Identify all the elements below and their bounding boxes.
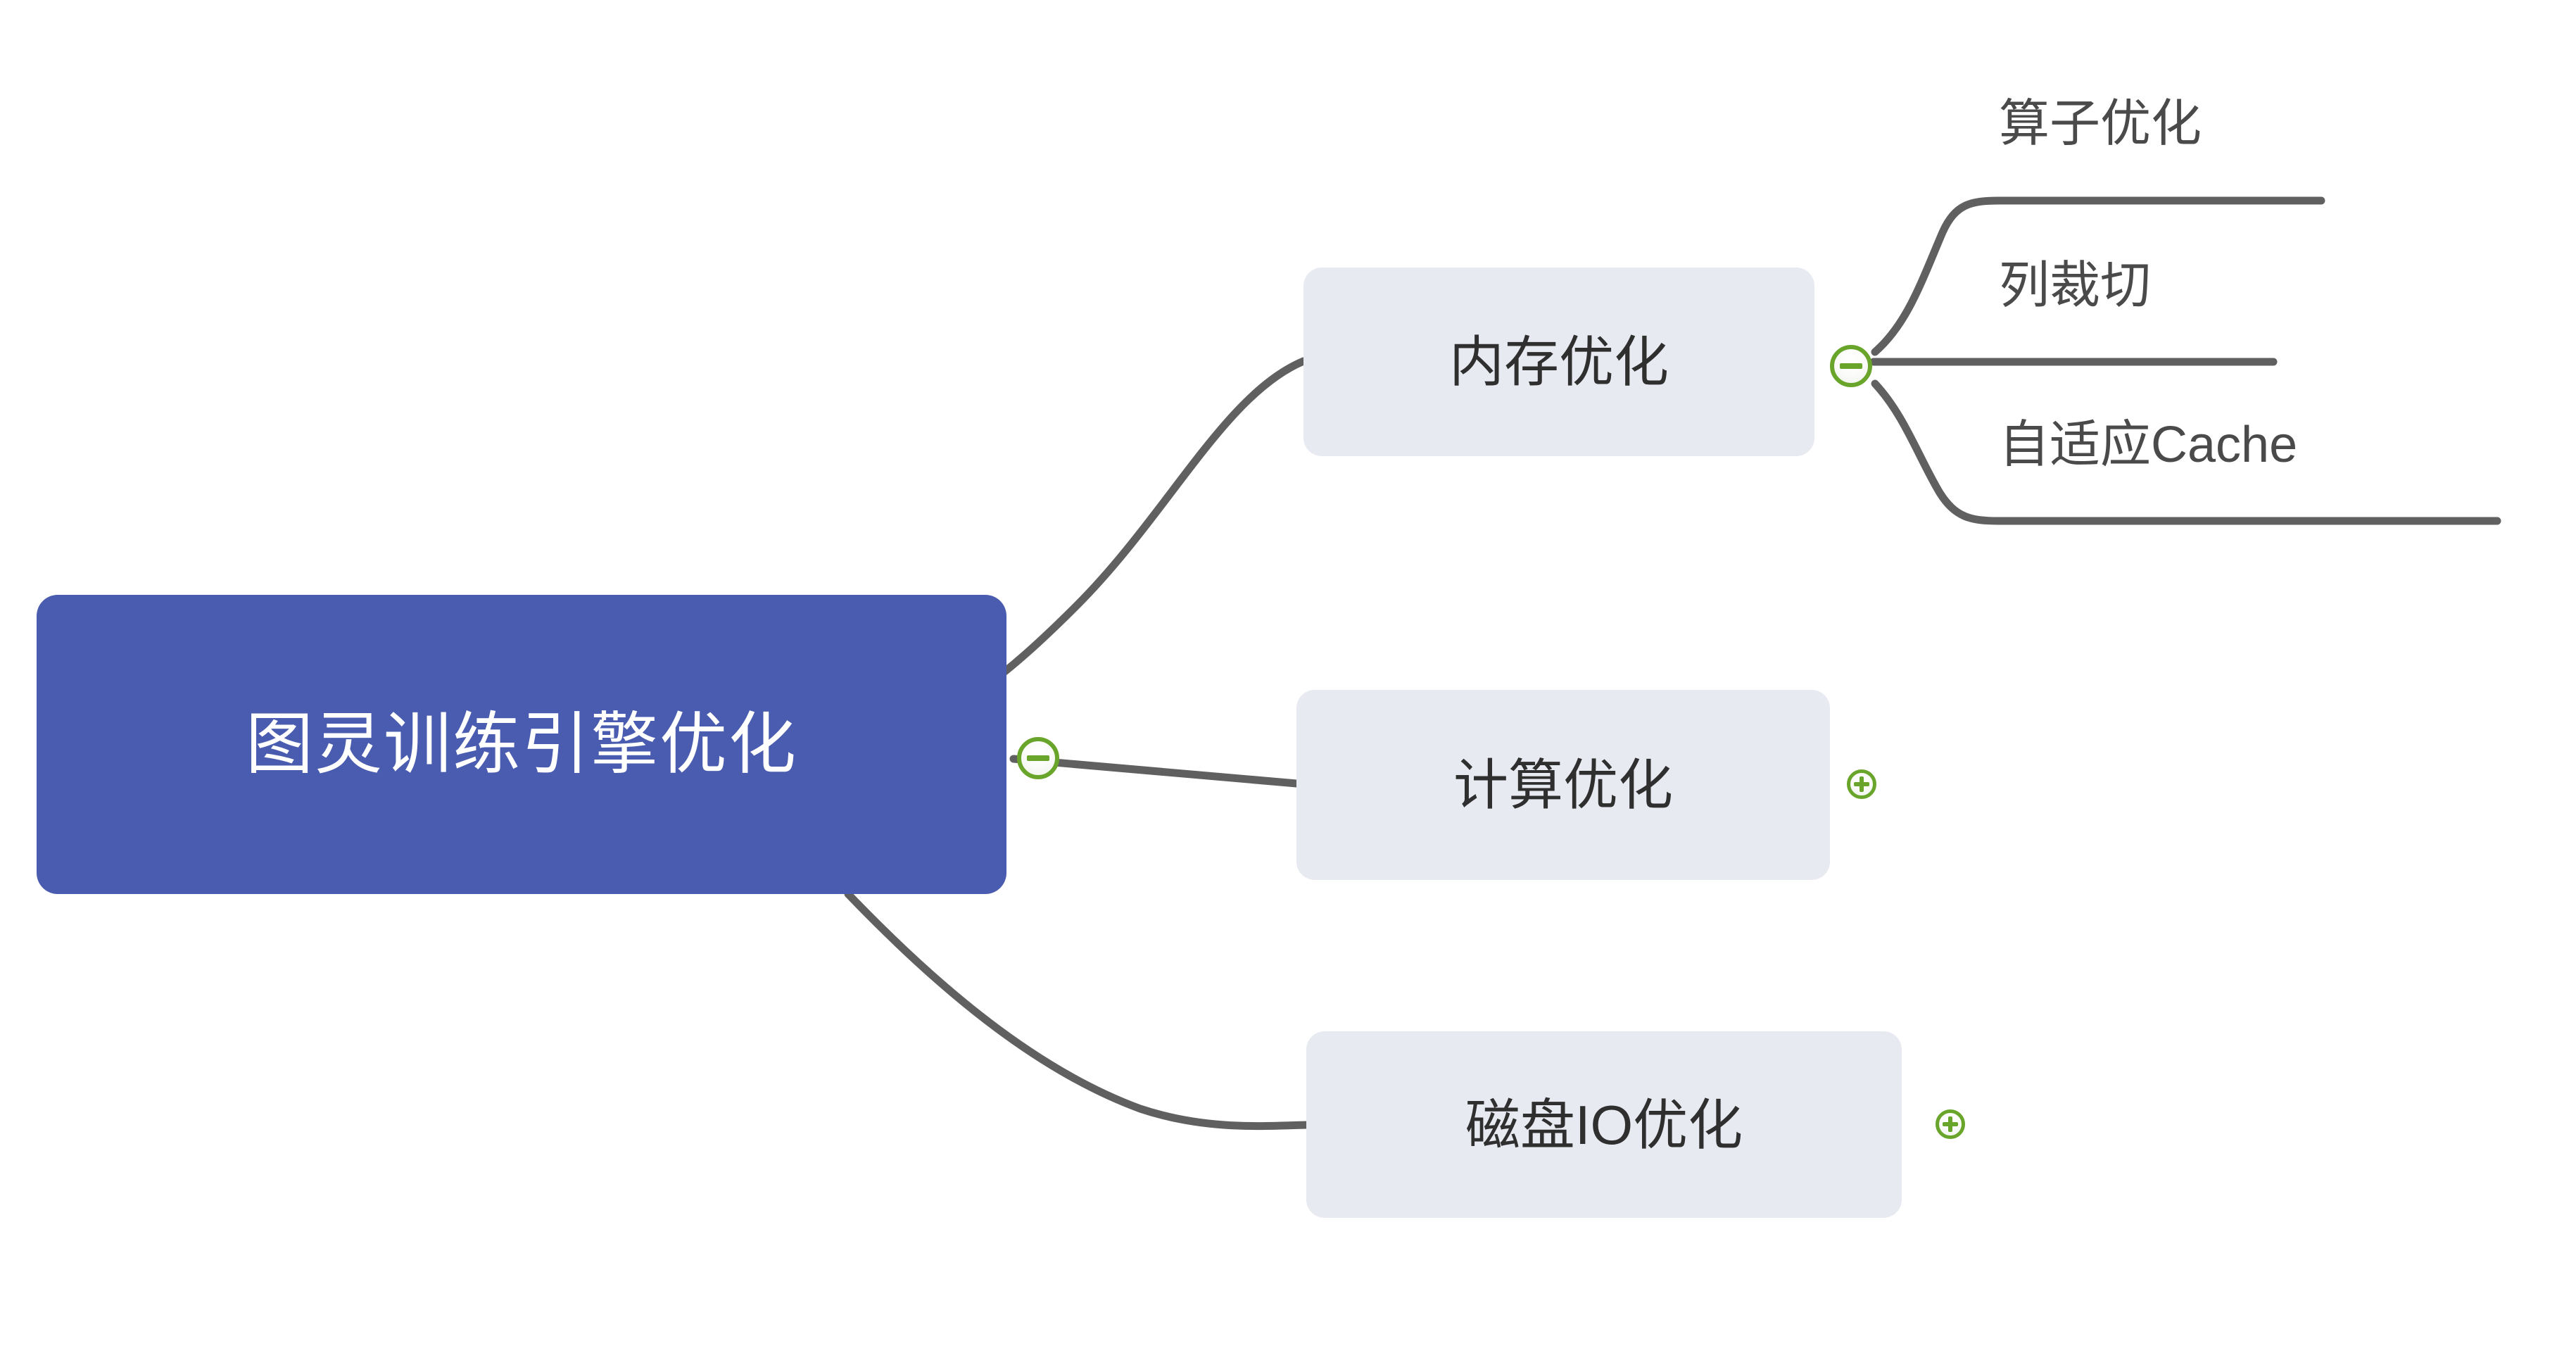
branch-node-compute[interactable]: 计算优化 — [1296, 690, 1830, 880]
root-node-label: 图灵训练引擎优化 — [246, 706, 797, 782]
branch-memory-collapse-toggle[interactable] — [1830, 345, 1872, 387]
plus-circle-icon-vertical — [1860, 776, 1864, 792]
branch-node-memory-label: 内存优化 — [1448, 331, 1669, 393]
minus-circle-icon — [1027, 755, 1049, 761]
branch-compute-expand-toggle[interactable] — [1847, 769, 1876, 799]
leaf-node-adaptive-cache[interactable]: 自适应Cache — [1999, 420, 2297, 470]
leaf-node-column-prune-label: 列裁切 — [1999, 258, 2152, 314]
branch-disk-io-expand-toggle[interactable] — [1936, 1109, 1965, 1139]
leaf-node-adaptive-cache-label: 自适应Cache — [1999, 417, 2298, 473]
minus-circle-icon — [1840, 363, 1862, 369]
branch-node-disk-io-label: 磁盘IO优化 — [1465, 1093, 1743, 1156]
edge-root-to-disk — [844, 890, 1311, 1131]
root-node[interactable]: 图灵训练引擎优化 — [37, 595, 1006, 894]
branch-node-disk-io[interactable]: 磁盘IO优化 — [1306, 1031, 1902, 1218]
leaf-node-operator-opt-label: 算子优化 — [1999, 96, 2202, 152]
leaf-node-operator-opt[interactable]: 算子优化 — [1999, 99, 2202, 149]
plus-circle-icon-vertical — [1948, 1116, 1952, 1132]
root-collapse-toggle[interactable] — [1017, 737, 1059, 779]
branch-node-compute-label: 计算优化 — [1453, 754, 1673, 816]
branch-node-memory[interactable]: 内存优化 — [1303, 268, 1814, 456]
leaf-node-column-prune[interactable]: 列裁切 — [1999, 260, 2151, 311]
